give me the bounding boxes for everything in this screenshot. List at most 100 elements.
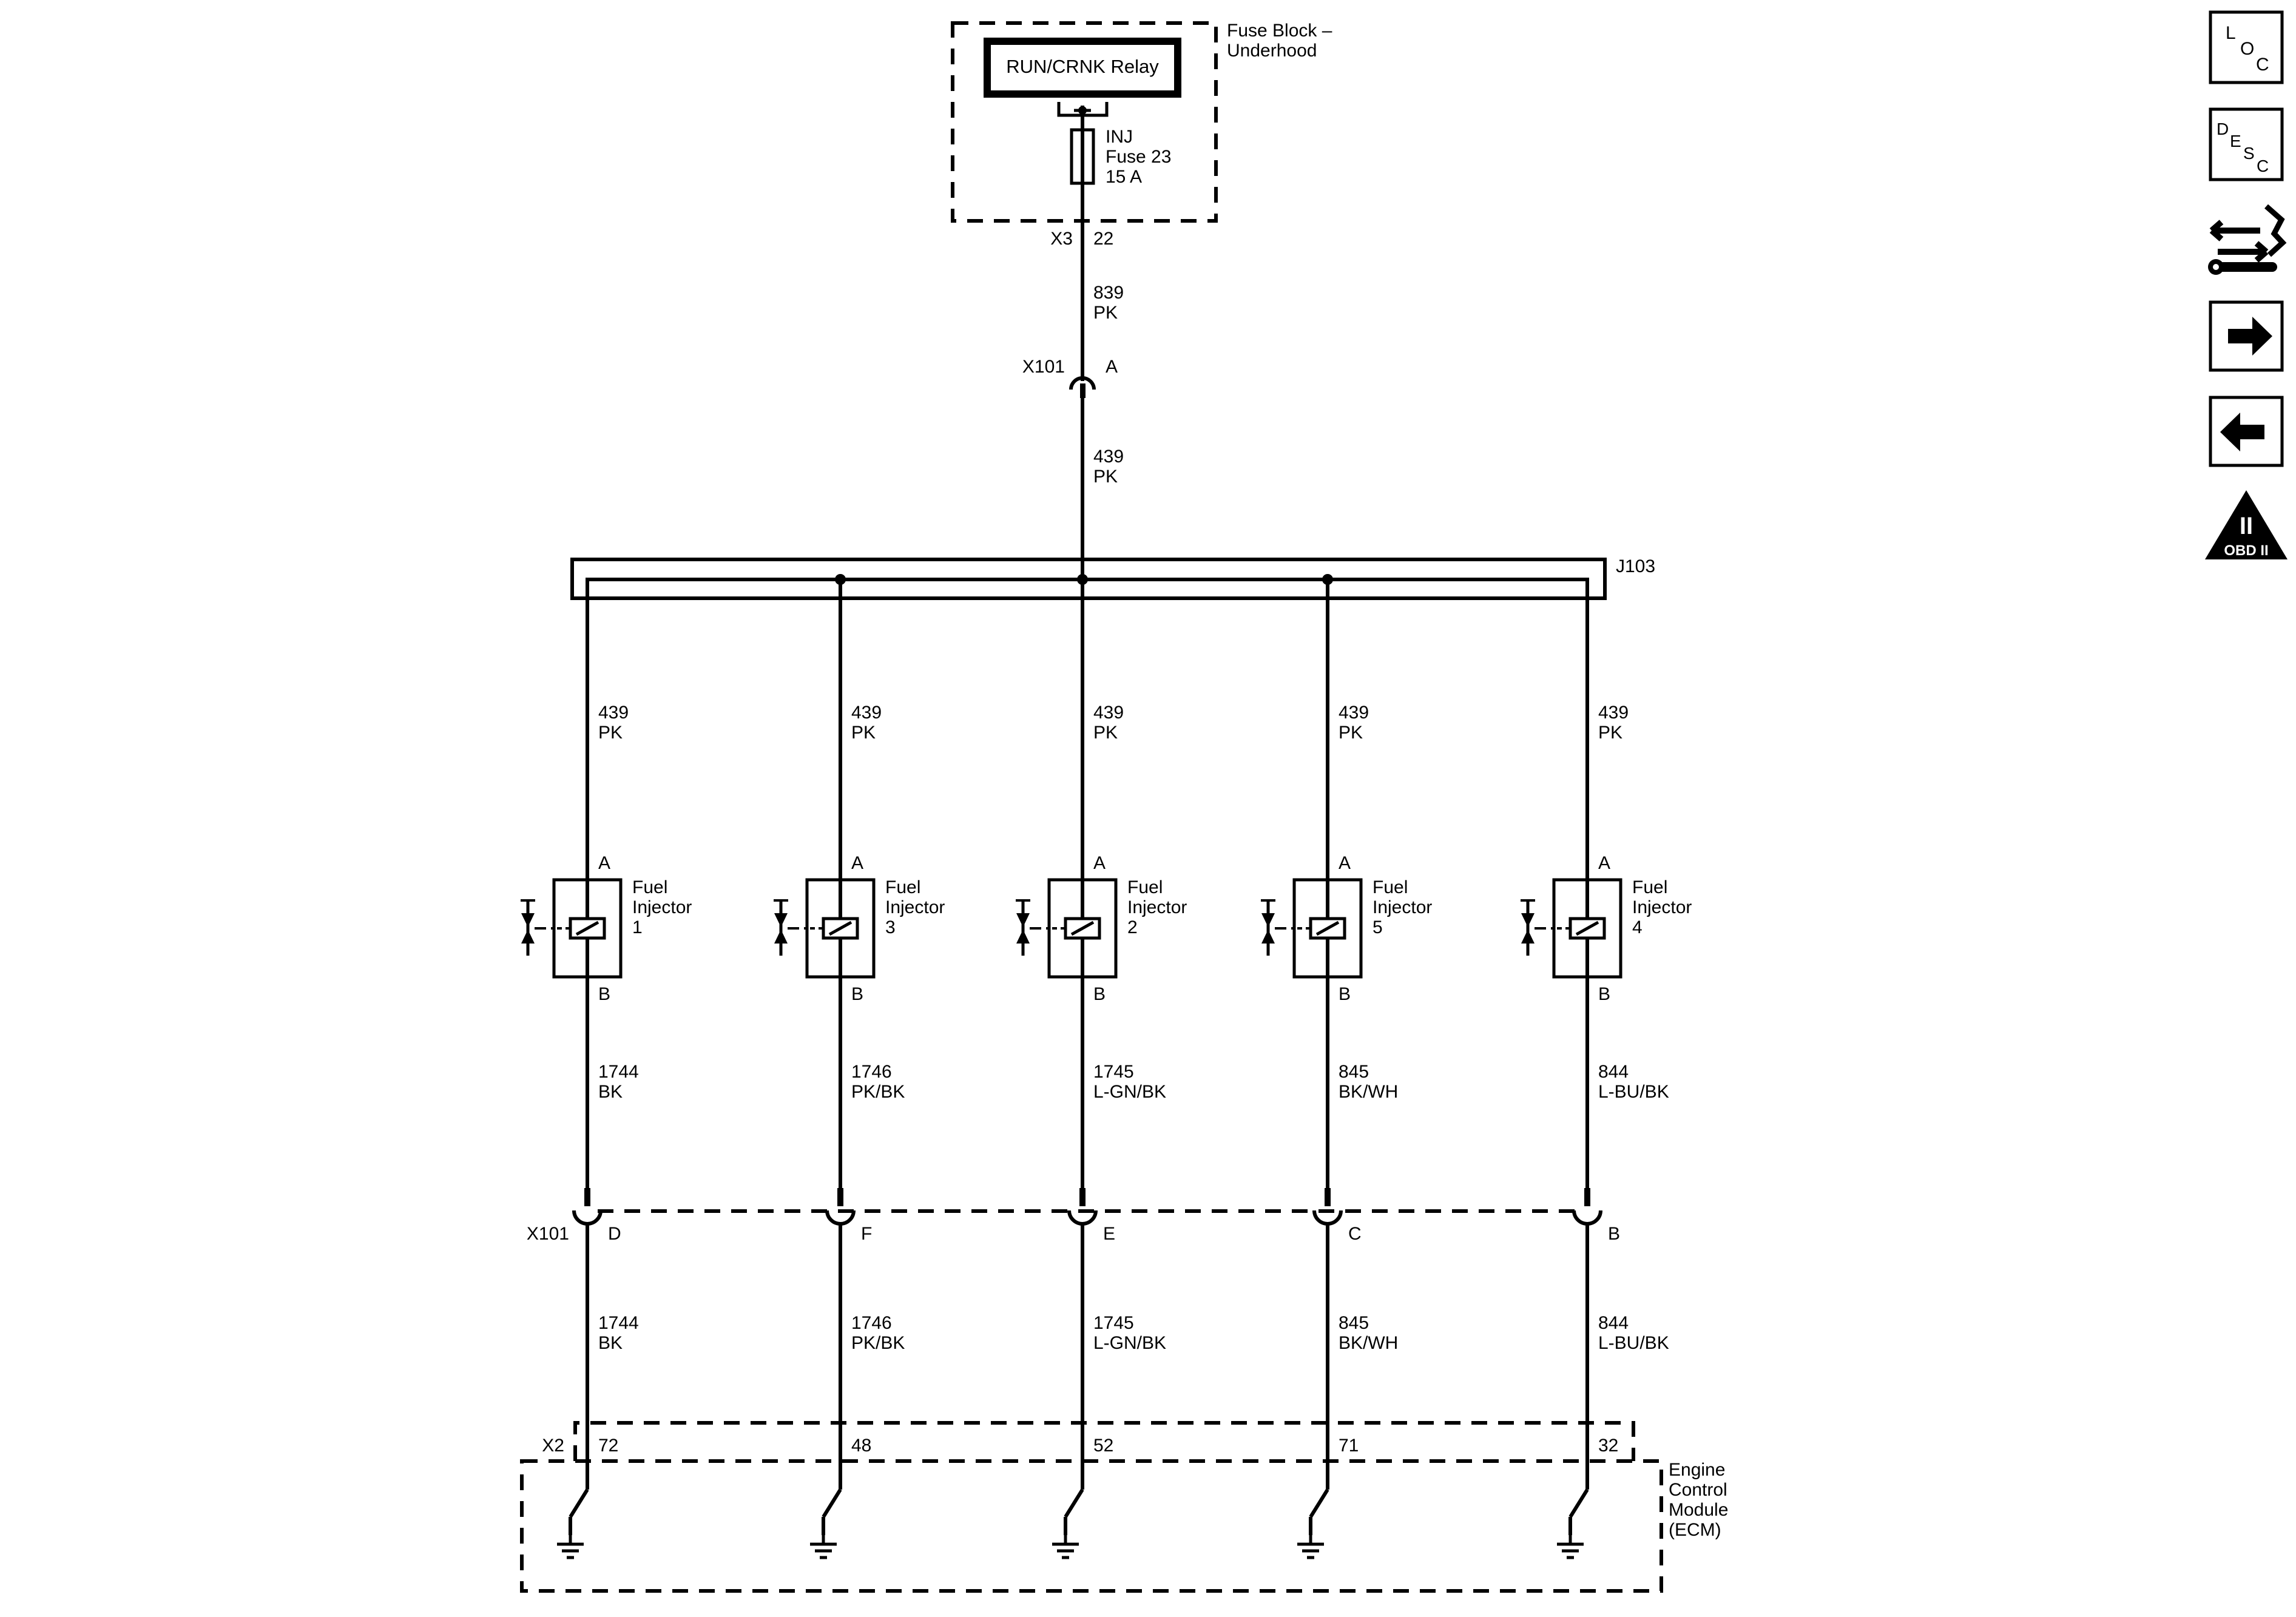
ecm-low-side-driver xyxy=(569,1488,589,1535)
ecm-label-line4: (ECM) xyxy=(1669,1520,1721,1540)
injector-valve-icon xyxy=(1016,899,1041,956)
ecm-label-line2: Control xyxy=(1669,1480,1727,1500)
splice-pack-j103: J103 xyxy=(570,556,1655,600)
obd-badge-roman: II xyxy=(2240,513,2253,539)
ecm-low-side-driver xyxy=(1064,1488,1084,1535)
injector-pin-b: B xyxy=(1598,984,1610,1004)
injector-pin-a: A xyxy=(851,853,863,873)
ecm-wire-color: PK/BK xyxy=(851,1333,905,1353)
ecm-wire-color: L-BU/BK xyxy=(1598,1333,1669,1353)
x101-a-connector-cavity xyxy=(1069,376,1096,390)
lower-wire-color: BK xyxy=(598,1082,623,1102)
upper-wire-circuit: 439 xyxy=(598,703,629,723)
x101-pin-terminal xyxy=(1079,1188,1086,1206)
description-button[interactable]: D E S C xyxy=(2209,107,2284,181)
lower-wire-color: L-GN/BK xyxy=(1093,1082,1166,1102)
next-page-button[interactable] xyxy=(2209,300,2284,372)
x101-bottom-pin: F xyxy=(861,1224,872,1244)
desc-letter-3: S xyxy=(2243,144,2255,163)
x101-pin-cavity xyxy=(572,1210,603,1226)
desc-letter-4: C xyxy=(2257,157,2269,175)
ecm-wire-color: BK/WH xyxy=(1339,1333,1398,1353)
injector-pin-a: A xyxy=(1339,853,1351,873)
injector-valve-icon xyxy=(521,899,546,956)
splice-node xyxy=(1322,574,1333,585)
ecm-label-line3: Module xyxy=(1669,1500,1728,1520)
fuse-label-line2: Fuse 23 xyxy=(1106,147,1171,167)
obd-ii-icon: II OBD II xyxy=(2205,490,2288,559)
fuse-block-underhood: Fuse Block – Underhood RUN/CRNK Relay IN… xyxy=(951,21,1332,249)
splice-label: J103 xyxy=(1616,556,1655,576)
lower-wire-circuit: 1745 xyxy=(1093,1062,1134,1082)
next-arrow-icon xyxy=(2228,317,2272,356)
location-button[interactable]: L O C xyxy=(2209,10,2284,84)
fuse-label-line1: INJ xyxy=(1106,127,1133,147)
x101-top-name: X101 xyxy=(1022,357,1065,377)
fuel-injector xyxy=(521,878,623,979)
injector-number: 3 xyxy=(885,917,896,937)
x101-pin-terminal xyxy=(584,1188,590,1206)
solenoid-coil-mark xyxy=(1070,920,1095,936)
relay-label: RUN/CRNK Relay xyxy=(1006,56,1159,77)
engine-control-module: X2 Engine Control Module (ECM) xyxy=(520,1421,1728,1593)
ecm-low-side-driver xyxy=(1309,1488,1329,1535)
ecm-wire-color: L-GN/BK xyxy=(1093,1333,1166,1353)
ecm-wire-circuit: 1744 xyxy=(598,1313,639,1333)
injector-pin-a: A xyxy=(1598,853,1610,873)
run-crnk-relay-box xyxy=(984,38,1181,98)
injector-label-line1: Fuel xyxy=(632,877,667,897)
lower-wire-color: PK/BK xyxy=(851,1082,905,1102)
connector-end-view-button[interactable] xyxy=(2207,197,2287,282)
splice-bus-bar xyxy=(586,578,1589,598)
ground-icon xyxy=(1557,1535,1584,1559)
x101-top-pin: A xyxy=(1106,357,1118,377)
x101-pin-terminal xyxy=(1325,1188,1331,1206)
injector-pin-b: B xyxy=(598,984,610,1004)
injector-number: 5 xyxy=(1373,917,1383,937)
injector-circuit-column: 439PKAFuelInjector2B1745L-GN/BKE1745L-GN… xyxy=(1016,574,1187,1559)
obd-ii-button[interactable]: II OBD II xyxy=(2205,490,2288,559)
injector-label-line2: Injector xyxy=(1632,897,1692,917)
injector-number: 2 xyxy=(1127,917,1138,937)
injector-pin-b: B xyxy=(851,984,863,1004)
x101-bottom-pin: E xyxy=(1103,1224,1115,1244)
x101-bottom-name: X101 xyxy=(527,1224,569,1244)
injector-label-line1: Fuel xyxy=(1127,877,1163,897)
location-icon: L O C xyxy=(2226,23,2269,75)
upper-wire-color: PK xyxy=(598,723,623,743)
x101-bottom-pin: B xyxy=(1608,1224,1620,1244)
fuse-block-title-line2: Underhood xyxy=(1227,41,1317,61)
injector-circuit-column: 439PKAFuelInjector3B1746PK/BKF1746PK/BK4… xyxy=(774,574,945,1559)
upper-wire-circuit: 439 xyxy=(851,703,882,723)
feed-lower-circuit: 439 xyxy=(1093,447,1124,467)
ecm-wire-circuit: 1745 xyxy=(1093,1313,1134,1333)
injector-valve-icon xyxy=(1261,899,1286,956)
ecm-wire-circuit: 845 xyxy=(1339,1313,1369,1333)
previous-page-button[interactable] xyxy=(2209,396,2284,467)
ecm-wire-circuit: 1746 xyxy=(851,1313,892,1333)
injector-number: 1 xyxy=(632,917,643,937)
fuel-injector xyxy=(1261,878,1363,979)
injector-pin-a: A xyxy=(598,853,610,873)
upper-wire-color: PK xyxy=(1598,723,1622,743)
lower-wire-circuit: 844 xyxy=(1598,1062,1629,1082)
nav-toolbar: L O C D E S C xyxy=(2205,10,2288,559)
ground-icon xyxy=(1052,1535,1079,1559)
ecm-low-side-driver xyxy=(822,1488,842,1535)
upper-wire-color: PK xyxy=(1093,723,1118,743)
upper-wire-color: PK xyxy=(851,723,876,743)
desc-letter-1: D xyxy=(2217,120,2229,138)
fuse-block-connector-label: X3 xyxy=(1050,229,1073,249)
obd-badge-text: OBD II xyxy=(2224,542,2268,559)
ground-icon xyxy=(557,1535,584,1559)
injector-valve-icon xyxy=(1521,899,1546,956)
ecm-label-line1: Engine xyxy=(1669,1460,1725,1480)
fuse-label-line3: 15 A xyxy=(1106,167,1142,187)
injector-label-line1: Fuel xyxy=(885,877,920,897)
ecm-outline xyxy=(520,1459,1663,1593)
solenoid-coil-mark xyxy=(1315,920,1340,936)
injector-circuit-column: 439PKAFuelInjector4B844L-BU/BKB844L-BU/B… xyxy=(1521,579,1692,1559)
solenoid-coil-mark xyxy=(575,920,599,936)
fuel-injector xyxy=(774,878,876,979)
